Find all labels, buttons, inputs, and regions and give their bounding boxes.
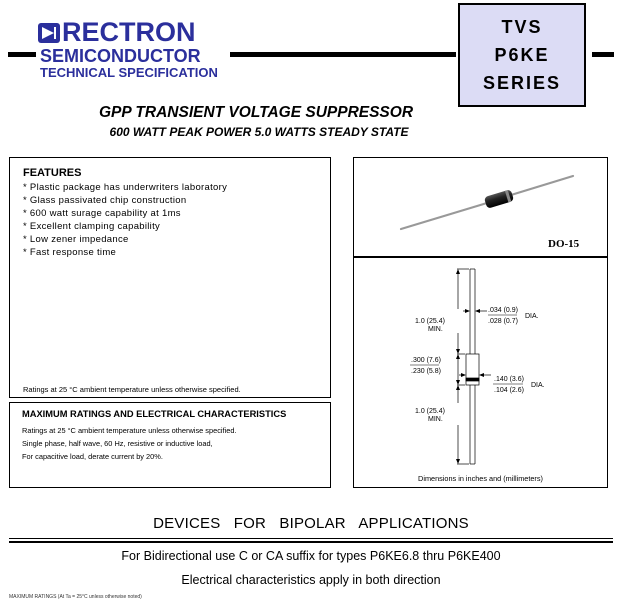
features-footnote: Ratings at 25 °C ambient temperature unl… [23,385,241,394]
cutoff-text: MAXIMUM RATINGS (At Ta = 25°C unless oth… [9,594,142,600]
feature-item: * Plastic package has underwriters labor… [23,182,228,193]
double-rule-top [9,538,613,539]
dim-lead-dia-bottom: .028 (0.7) [488,318,518,325]
features-list: * Plastic package has underwriters labor… [23,181,227,259]
dimensions-caption: Dimensions in inches and (millimeters) [418,474,543,483]
dim-body-dia-label: DIA. [531,382,545,389]
rectron-logo-icon [38,23,60,43]
dim-lead-dia-top: .034 (0.9) [488,307,518,314]
dim-lead-dia-label: DIA. [525,313,539,320]
feature-item: * Glass passivated chip construction [23,195,187,206]
series-line-1: TVS [501,17,543,37]
package-box [353,157,608,257]
ratings-title: MAXIMUM RATINGS AND ELECTRICAL CHARACTER… [22,409,287,419]
document-subtitle: 600 WATT PEAK POWER 5.0 WATTS STEADY STA… [109,125,409,139]
brand-subtitle-2: TECHNICAL SPECIFICATION [40,65,218,80]
features-box [9,157,331,398]
document-title: GPP TRANSIENT VOLTAGE SUPPRESSOR [98,104,414,121]
dim-lead-length-top: 1.0 (25.4) [415,318,445,325]
dim-body-length-bottom: .230 (5.8) [411,368,441,375]
package-label: DO-15 [548,238,580,250]
bidirectional-note: For Bidirectional use C or CA suffix for… [121,549,501,563]
diode-lead-right [509,174,575,197]
ratings-line: For capacitive load, derate current by 2… [22,452,163,461]
dim-lead-length-bottom-min: MIN. [428,416,443,423]
series-line-2: P6KE [494,45,550,65]
dimensions-box [353,257,608,488]
ratings-lines: Ratings at 25 °C ambient temperature unl… [22,424,237,463]
dim-lead-length-top-min: MIN. [428,326,443,333]
brand-subtitle: SEMICONDUCTOR [40,46,201,66]
brand-name: RECTRON [62,17,196,47]
diode-image [399,174,575,231]
double-rule-bottom [9,541,613,543]
feature-item: * Excellent clamping capability [23,221,161,232]
feature-item: * 600 watt surage capability at 1ms [23,208,181,219]
diode-lead-left [399,201,489,231]
header-rule-right [592,52,614,57]
cathode-band [465,377,480,382]
dim-body-length-top: .300 (7.6) [411,357,441,364]
dim-body-dia-bottom: .104 (2.6) [494,387,524,394]
series-line-3: SERIES [482,73,562,93]
dimension-drawing: .034 (0.9) .028 (0.7) DIA. 1.0 (25.4) MI… [410,268,545,465]
dim-body-dia-top: .140 (3.6) [494,376,524,383]
feature-item: * Fast response time [23,247,117,258]
diode-body-outline [465,353,480,386]
ratings-line: Single phase, half wave, 60 Hz, resistiv… [22,439,213,448]
feature-item: * Low zener impedance [23,234,129,245]
diode-body [484,190,514,208]
header-rule-middle [230,52,456,57]
features-title: FEATURES [23,167,82,179]
ratings-line: Ratings at 25 °C ambient temperature unl… [22,426,237,435]
dim-lead-length-bottom: 1.0 (25.4) [415,408,445,415]
electrical-note: Electrical characteristics apply in both… [181,573,441,587]
bipolar-heading: DEVICES FOR BIPOLAR APPLICATIONS [153,515,469,532]
header-rule-left [8,52,36,57]
ratings-box [9,402,331,488]
series-box: TVS P6KE SERIES [458,3,586,107]
